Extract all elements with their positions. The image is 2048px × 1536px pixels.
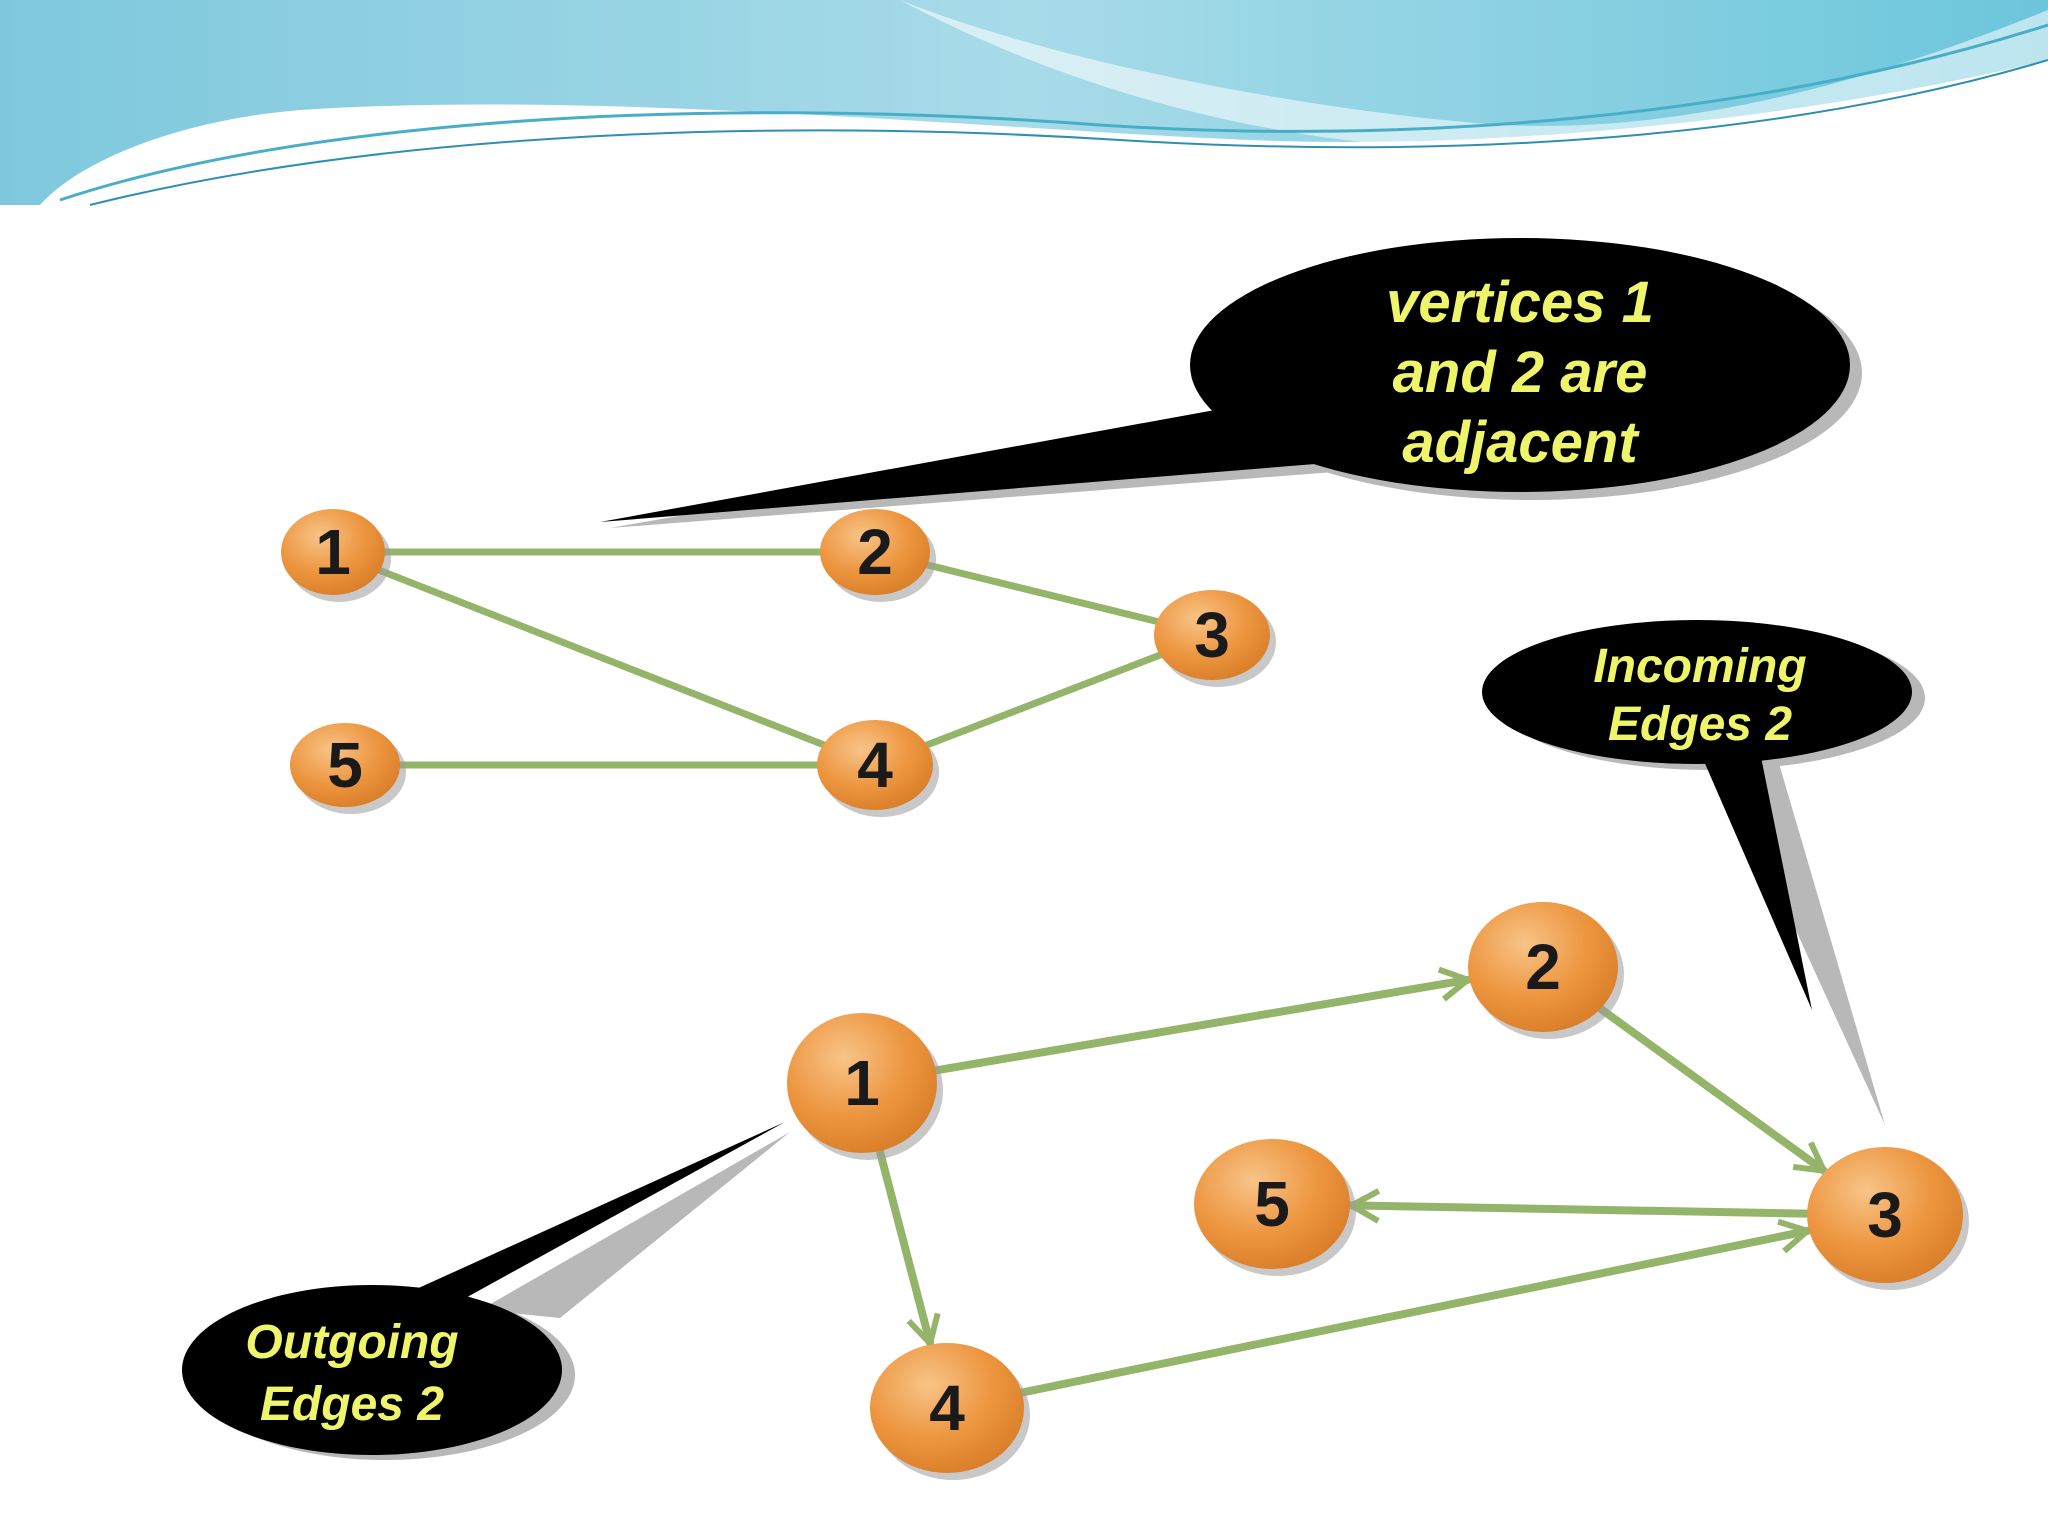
undirected-nodes: 1 2 3 4 5 [281,509,1276,817]
node-label: 2 [1525,931,1561,1003]
callout-outgoing-line-2: Edges 2 [260,1378,444,1431]
node-circle [1807,1147,1963,1283]
node-label: 3 [1867,1179,1903,1251]
undirected-edge-1-4 [329,548,879,769]
node-circle [1154,590,1270,680]
directed-node-4: 4 [870,1343,1030,1480]
node-circle [817,720,933,810]
node-label: 5 [327,729,363,801]
node-circle [1468,902,1618,1032]
node-label: 3 [1194,599,1230,671]
directed-node-3: 3 [1807,1147,1969,1290]
node-label: 1 [844,1047,880,1119]
callout-outgoing-line-1: Outgoing [245,1316,458,1369]
directed-edges [858,963,1889,1412]
callout-incoming-line-2: Edges 2 [1608,698,1792,751]
node-circle [290,723,400,807]
callout-incoming: Incoming Edges 2 [1482,620,1925,1125]
node-circle [787,1013,937,1153]
undirected-node-1: 1 [281,509,391,602]
directed-node-2: 2 [1468,902,1624,1039]
undirected-edges [329,548,1216,769]
directed-edge-1-2 [858,980,1468,1087]
undirected-node-4: 4 [817,720,939,817]
directed-node-5: 5 [1194,1139,1356,1276]
directed-edge-3-5 [1352,1205,1889,1215]
undirected-node-2: 2 [820,509,936,602]
node-circle [281,509,385,595]
callout-adjacent-line-3: adjacent [1402,410,1640,475]
node-label: 1 [315,516,351,588]
node-circle [870,1343,1024,1473]
node-label: 4 [857,729,893,801]
directed-node-1: 1 [787,1013,943,1160]
directed-nodes: 1 2 3 4 5 [787,902,1969,1480]
node-label: 2 [857,516,893,588]
undirected-node-3: 3 [1154,590,1276,687]
header-wave-decoration [0,0,2048,206]
node-circle [820,509,930,595]
undirected-edge-3-4 [871,631,1216,769]
directed-edge-4-3 [943,1231,1808,1412]
node-label: 5 [1254,1168,1290,1240]
node-label: 4 [929,1372,965,1444]
node-circle [1194,1139,1350,1269]
undirected-node-5: 5 [290,723,406,814]
callout-outgoing: Outgoing Edges 2 [182,1122,790,1460]
callout-adjacent: vertices 1 and 2 are adjacent [600,238,1862,528]
callout-incoming-line-1: Incoming [1593,640,1806,693]
callout-adjacent-line-2: and 2 are [1393,340,1648,405]
callout-adjacent-line-1: vertices 1 [1386,270,1654,335]
